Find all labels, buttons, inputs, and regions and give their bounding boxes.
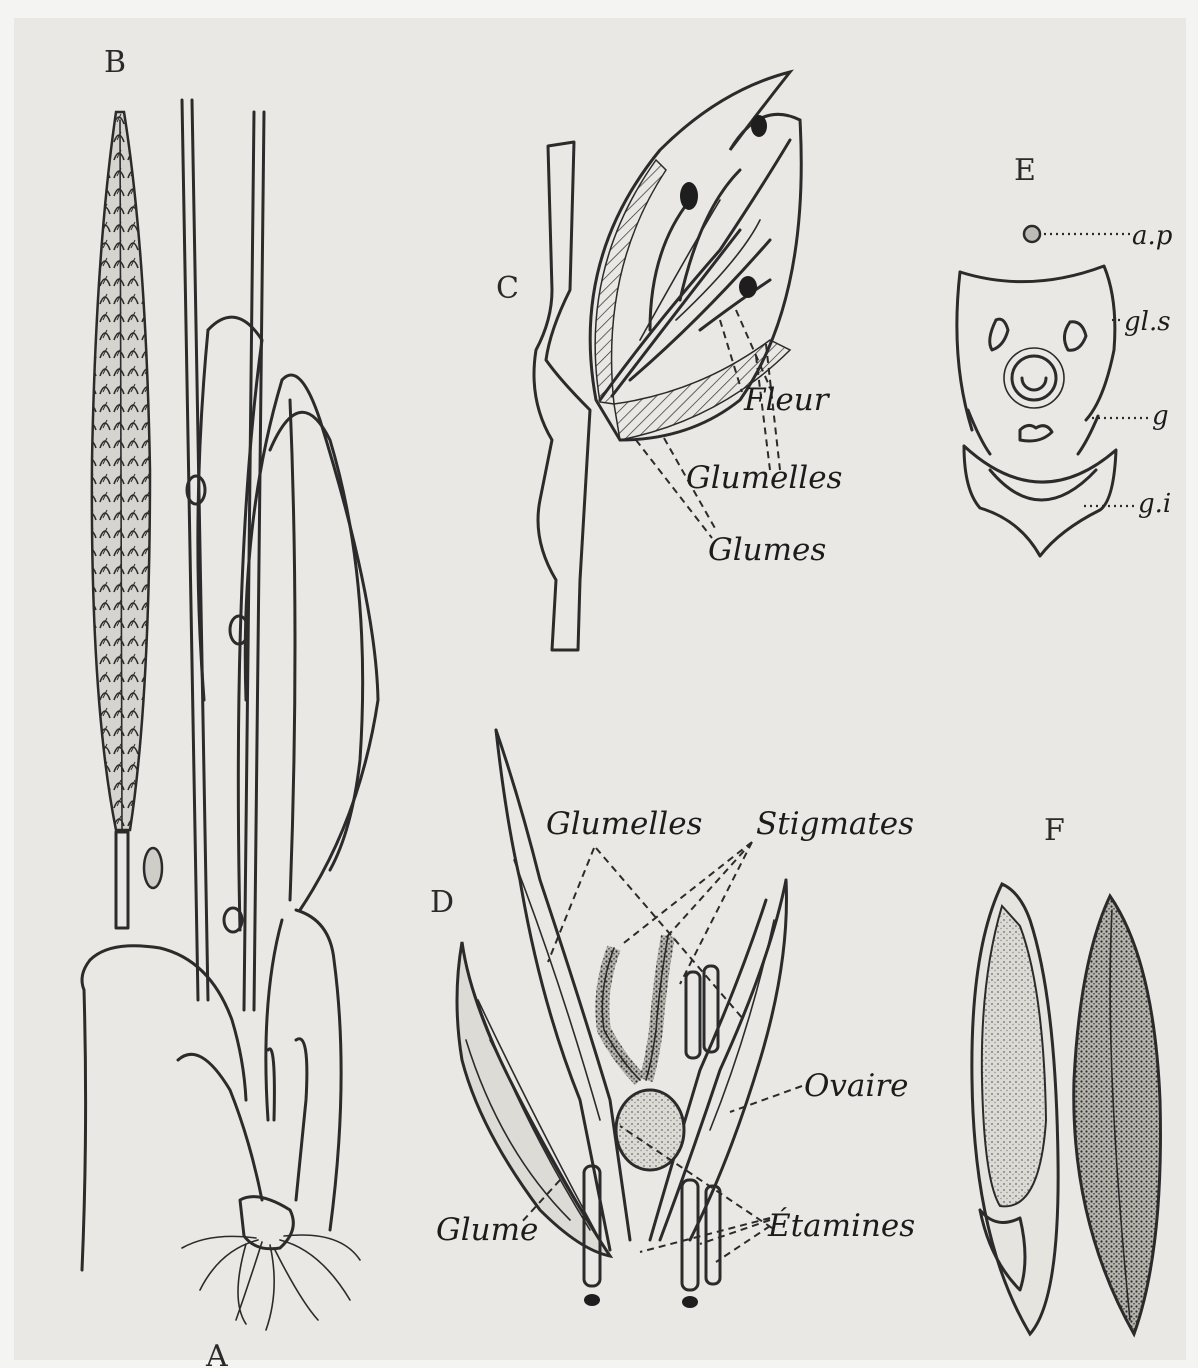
label-d-stigmates: Stigmates [756, 806, 914, 842]
axis-point [1024, 226, 1040, 242]
label-d-glumelles: Glumelles [546, 806, 702, 842]
label-c-glumes: Glumes [708, 532, 826, 568]
label-e-g: g [1152, 401, 1169, 431]
label-d-etamines: Étamines [767, 1206, 915, 1244]
figure-f-letter: F [1044, 813, 1065, 848]
figure-b-letter: B [104, 45, 126, 80]
figure-d-letter: D [430, 885, 454, 920]
label-c-glumelles: Glumelles [686, 460, 842, 496]
figure-e-letter: E [1014, 153, 1036, 188]
figure-a-letter: A [205, 1339, 228, 1368]
label-d-glume: Glume [436, 1212, 538, 1248]
grain-small [144, 848, 162, 888]
label-d-ovaire: Ovaire [804, 1068, 909, 1104]
label-e-ap: a.p [1132, 221, 1173, 251]
label-c-fleur: Fleur [743, 382, 831, 418]
label-e-gls: gl.s [1124, 307, 1171, 337]
label-e-gi: g.i [1138, 489, 1171, 519]
figure-c-letter: C [496, 271, 519, 306]
